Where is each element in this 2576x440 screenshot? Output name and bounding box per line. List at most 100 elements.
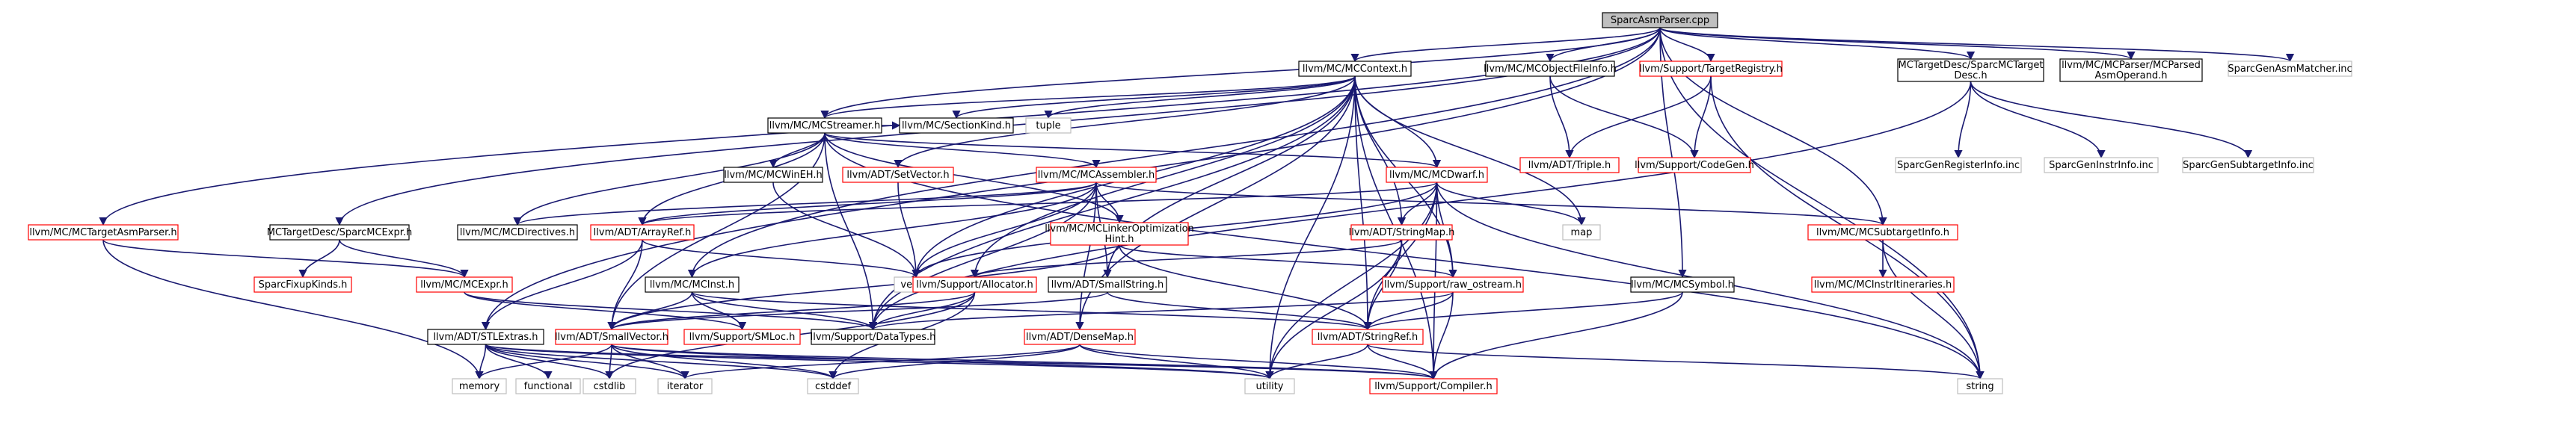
edge-mcexpr-to-smloc <box>464 291 746 331</box>
edge-mccontext-to-tuple <box>1044 75 1356 120</box>
node-allocator[interactable]: llvm/Support/Allocator.h <box>912 276 1037 293</box>
edge-root-to-sparcmctargetdesc <box>1659 27 1975 61</box>
node-mcsubtargetinfo[interactable]: llvm/MC/MCSubtargetInfo.h <box>1807 224 1958 241</box>
node-datatypes-label: llvm/Support/DataTypes.h <box>811 332 936 343</box>
node-sparcmcexpr[interactable]: MCTargetDesc/SparcMCExpr.h <box>267 224 412 241</box>
node-stlextras[interactable]: llvm/ADT/STLExtras.h <box>427 329 544 345</box>
node-smallvector-label: llvm/ADT/SmallVector.h <box>555 332 668 343</box>
node-rawostream[interactable]: llvm/Support/raw_ostream.h <box>1382 276 1524 293</box>
edge-mctargetasmparser-to-memory <box>102 239 484 380</box>
edge-mcassembler-to-mcsubtargetinfo <box>1095 182 1887 226</box>
edge-mccontext-to-stringref <box>1354 75 1372 331</box>
edge-mcassembler-to-mcinst <box>687 182 1097 279</box>
node-sparcgensubtargetinfo: SparcGenSubtargetInfo.inc <box>2182 157 2314 173</box>
node-mcinstritineraries[interactable]: llvm/MC/MCInstrItineraries.h <box>1811 276 1955 293</box>
node-functional: functional <box>515 378 581 394</box>
node-densemap[interactable]: llvm/ADT/DenseMap.h <box>1024 329 1136 345</box>
node-mcobjectfileinfo[interactable]: llvm/MC/MCObjectFileInfo.h <box>1484 61 1617 77</box>
node-mctargetasmparser-label: llvm/MC/MCTargetAsmParser.h <box>29 227 176 238</box>
node-memory-box <box>452 378 507 394</box>
edge-mcinst-to-datatypes <box>691 291 877 331</box>
edge-mclinkeropt-to-stringref <box>1119 244 1372 331</box>
node-tuple: tuple <box>1025 117 1072 134</box>
node-mcsectionkind[interactable]: llvm/MC/SectionKind.h <box>899 117 1014 134</box>
edge-mcstreamer-to-mcwinneh <box>769 132 826 169</box>
edge-mcassembler-to-arrayref <box>638 182 1097 226</box>
edge-arrayref-to-smallvector <box>607 239 643 331</box>
edge-mcdwarf-to-stringmap <box>1397 182 1438 226</box>
node-mctargetasmparser[interactable]: llvm/MC/MCTargetAsmParser.h <box>28 224 179 241</box>
node-targetregistry[interactable]: llvm/Support/TargetRegistry.h <box>1639 61 1783 77</box>
node-mcdwarf-label: llvm/MC/MCDwarf.h <box>1389 170 1484 181</box>
node-arrayref-box <box>590 224 695 241</box>
node-mcdwarf[interactable]: llvm/MC/MCDwarf.h <box>1386 167 1488 183</box>
node-mcassembler-box <box>1036 167 1157 183</box>
node-mcwinneh[interactable]: llvm/MC/MCWinEH.h <box>723 167 823 183</box>
edge-arrayref-to-stlextras <box>481 239 643 331</box>
node-mcassembler[interactable]: llvm/MC/MCAssembler.h <box>1036 167 1157 183</box>
edge-setvector-to-vector <box>897 182 920 279</box>
edge-smallvector-to-compiler <box>611 344 1438 380</box>
node-mcdwarf-box <box>1386 167 1488 183</box>
node-mcinst-box <box>645 276 740 293</box>
node-tuple-box <box>1025 117 1072 134</box>
node-mcdirectives[interactable]: llvm/MC/MCDirectives.h <box>457 224 578 241</box>
node-mcdirectives-box <box>457 224 578 241</box>
node-cstdlib-label: cstdlib <box>594 381 626 392</box>
node-stringref-box <box>1312 329 1424 345</box>
node-mcsymbol[interactable]: llvm/MC/MCSymbol.h <box>1630 276 1735 293</box>
node-setvector-box <box>842 167 954 183</box>
edge-mcexpr-to-datatypes <box>464 291 877 331</box>
node-cstdlib-box <box>582 378 636 394</box>
node-setvector[interactable]: llvm/ADT/SetVector.h <box>842 167 954 183</box>
node-mcobjectfileinfo-box <box>1485 61 1615 77</box>
node-mcinst[interactable]: llvm/MC/MCInst.h <box>645 276 740 293</box>
node-mcexpr[interactable]: llvm/MC/MCExpr.h <box>416 276 513 293</box>
edge-densemap-to-compiler <box>1079 344 1438 380</box>
node-sparcfixupkinds-label: SparcFixupKinds.h <box>259 279 348 291</box>
node-utility-label: utility <box>1256 381 1284 392</box>
node-targetregistry-box <box>1639 61 1783 77</box>
edge-mcsymbol-to-stringref <box>1363 291 1683 331</box>
node-stringref[interactable]: llvm/ADT/StringRef.h <box>1312 329 1424 345</box>
node-cstddef: cstddef <box>807 378 859 394</box>
node-mcsymbol-box <box>1630 276 1735 293</box>
node-utility-box <box>1244 378 1295 394</box>
node-compiler[interactable]: llvm/Support/Compiler.h <box>1369 378 1498 394</box>
node-mcobjectfileinfo-label: llvm/MC/MCObjectFileInfo.h <box>1484 63 1617 75</box>
node-smloc-label: llvm/Support/SMLoc.h <box>689 332 796 343</box>
node-triple[interactable]: llvm/ADT/Triple.h <box>1519 157 1620 173</box>
edge-densemap-to-cstddef <box>829 344 1080 380</box>
node-tuple-label: tuple <box>1036 120 1060 131</box>
node-root[interactable]: SparcAsmParser.cpp <box>1602 12 1718 28</box>
node-arrayref[interactable]: llvm/ADT/ArrayRef.h <box>590 224 695 241</box>
node-codegen-box <box>1638 157 1751 173</box>
node-smloc[interactable]: llvm/Support/SMLoc.h <box>683 329 801 345</box>
node-iterator-box <box>657 378 713 394</box>
node-smallstring[interactable]: llvm/ADT/SmallString.h <box>1048 276 1167 293</box>
edge-mcassembler-to-mclinkeropt <box>1095 182 1124 224</box>
node-sparcfixupkinds-box <box>253 276 352 293</box>
node-mcstreamer[interactable]: llvm/MC/MCStreamer.h <box>767 117 882 134</box>
node-stringmap[interactable]: llvm/ADT/StringMap.h <box>1349 224 1455 241</box>
edge-root-to-targetregistry <box>1659 27 1715 63</box>
node-iterator-label: iterator <box>667 381 704 392</box>
node-codegen[interactable]: llvm/Support/CodeGen.h <box>1635 157 1754 173</box>
node-allocator-box <box>912 276 1037 293</box>
edge-mccontext-to-setvector <box>894 75 1356 169</box>
node-sparcmcexpr-label: MCTargetDesc/SparcMCExpr.h <box>267 227 412 238</box>
edge-rawostream-to-datatypes <box>869 291 1454 331</box>
node-mcstreamer-label: llvm/MC/MCStreamer.h <box>769 120 880 131</box>
node-smallvector[interactable]: llvm/ADT/SmallVector.h <box>555 329 668 345</box>
node-mccontext[interactable]: llvm/MC/MCContext.h <box>1298 61 1412 77</box>
node-rawostream-box <box>1382 276 1524 293</box>
node-mcdirectives-label: llvm/MC/MCDirectives.h <box>460 227 575 238</box>
edge-mcdwarf-to-map <box>1436 182 1586 226</box>
node-sparcgensubtargetinfo-label: SparcGenSubtargetInfo.inc <box>2183 160 2314 171</box>
node-datatypes[interactable]: llvm/Support/DataTypes.h <box>811 329 936 345</box>
edge-mcinst-to-smloc <box>691 291 747 331</box>
node-sparcfixupkinds[interactable]: SparcFixupKinds.h <box>253 276 352 293</box>
